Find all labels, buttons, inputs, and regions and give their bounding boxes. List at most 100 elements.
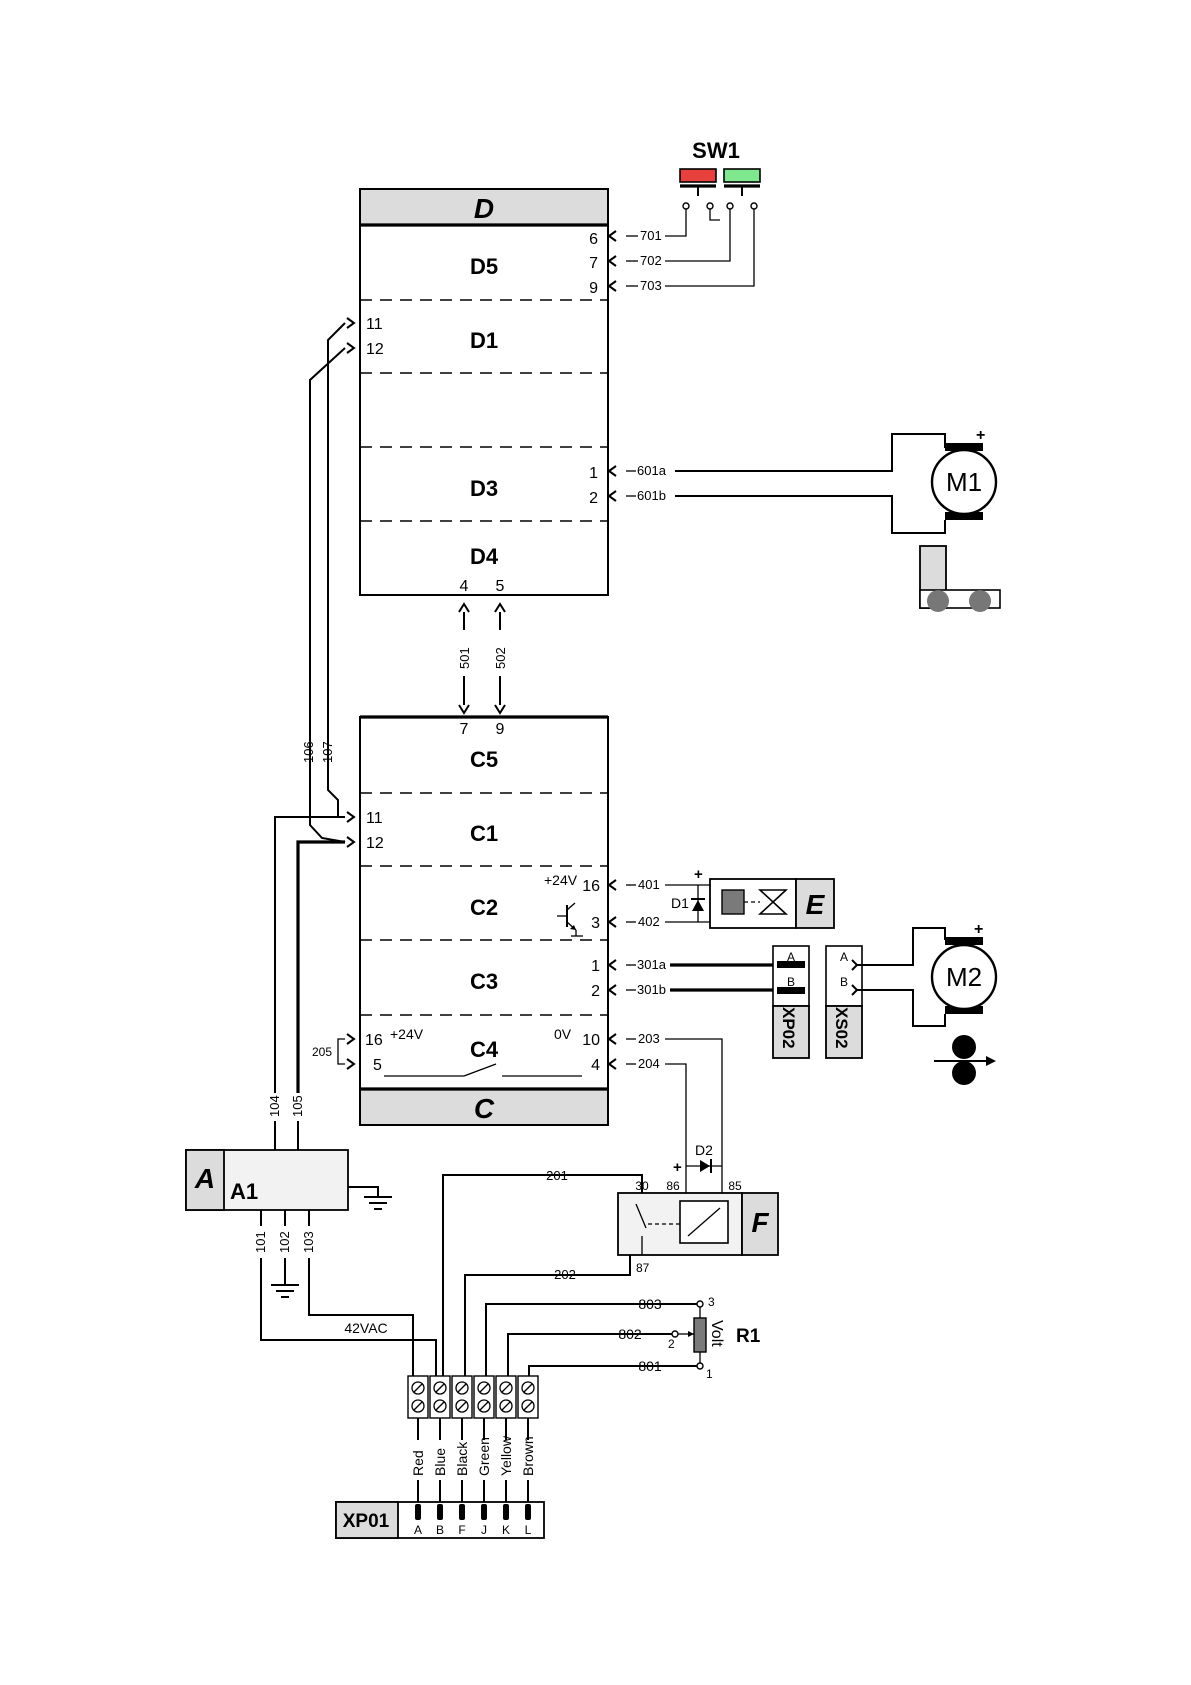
- module-d-title: D: [474, 193, 494, 224]
- wire-601a: 601a: [637, 463, 667, 478]
- xp01-header: [335, 1501, 399, 1539]
- module-d: D D5 D1 D3 D4 6 7 9 701 702 703 11 12 1 …: [346, 188, 667, 596]
- harness-106-107: 106 107: [301, 322, 346, 843]
- sw1-red-button[interactable]: [679, 168, 717, 183]
- potentiometer-r1: 803 802 801 3 2 1 Volt R1: [485, 1295, 761, 1381]
- transistor-icon: [557, 902, 583, 937]
- a1-header: [185, 1149, 225, 1211]
- xp02-pin-a: A: [787, 950, 795, 964]
- wire-105: 105: [290, 1095, 305, 1117]
- switch-sw1[interactable]: SW1: [665, 138, 761, 287]
- pin-c-7: 7: [460, 721, 469, 738]
- d2-label: D2: [695, 1142, 713, 1158]
- f-label: F: [751, 1207, 769, 1238]
- c2-supply-label: +24V: [544, 872, 578, 888]
- solenoid-e: + D1 E: [665, 866, 835, 929]
- r1-body: [693, 1317, 707, 1353]
- relay-pin-86: 86: [666, 1179, 680, 1193]
- module-c-title: C: [474, 1093, 495, 1124]
- pin-c-4: 4: [591, 1057, 600, 1074]
- pin-d-12: 12: [366, 341, 384, 358]
- wire-203: 203: [638, 1031, 660, 1046]
- pin-c-16b: 16: [365, 1032, 383, 1049]
- wire-color-label: Blue: [432, 1448, 448, 1476]
- d1-label: D1: [671, 895, 689, 911]
- e-coil-icon: [721, 889, 745, 915]
- wire-703: 703: [640, 278, 662, 293]
- feed-roll-top: [952, 1035, 976, 1059]
- xp02-label: XP02: [779, 1007, 798, 1049]
- pin-c-1: 1: [591, 958, 600, 975]
- xp01-pin: [415, 1504, 421, 1520]
- harness-104-105: 104 105: [267, 816, 345, 1150]
- xp01-pin-label: L: [525, 1523, 532, 1537]
- relay-f: D2 + 30 86 85 F 87 201 202: [442, 1038, 779, 1376]
- pin-c-3: 3: [591, 915, 600, 932]
- r1-pin-3: 3: [708, 1295, 715, 1309]
- pin-d-11: 11: [366, 316, 383, 333]
- xp01-pin: [503, 1504, 509, 1520]
- pin-d-2: 2: [589, 490, 598, 507]
- pin-d-1: 1: [589, 465, 598, 482]
- relay-pin-87: 87: [636, 1261, 650, 1275]
- wire-color-label: Green: [476, 1437, 492, 1476]
- motor-m1: M1 +: [675, 427, 1001, 612]
- pin-c-12: 12: [366, 835, 384, 852]
- connector-xp02: A B XP02: [670, 945, 810, 1059]
- m1-label: M1: [946, 467, 982, 497]
- pin-c-10: 10: [582, 1032, 600, 1049]
- wire-204: 204: [638, 1056, 660, 1071]
- xp01-label: XP01: [343, 1511, 390, 1532]
- diode-d1-icon: [692, 900, 704, 911]
- wire-106: 106: [301, 741, 316, 763]
- connector-xs02: A B XS02: [825, 945, 863, 1059]
- xp01-pin-label: A: [414, 1523, 422, 1537]
- wire-502: 502: [493, 647, 508, 669]
- wire-301a: 301a: [637, 957, 667, 972]
- wire-702: 702: [640, 253, 662, 268]
- wire-201: 201: [546, 1168, 568, 1183]
- wire-202: 202: [554, 1267, 576, 1282]
- r1-pin-2: 2: [668, 1337, 675, 1351]
- section-c1: C1: [470, 821, 498, 846]
- pin-d-4: 4: [460, 578, 469, 595]
- xp01-pin: [459, 1504, 465, 1520]
- m2-plus: +: [974, 921, 983, 938]
- xp01-pin-label: F: [458, 1523, 465, 1537]
- vac-label: 42VAC: [344, 1320, 387, 1336]
- r1-pin-1: 1: [706, 1367, 713, 1381]
- m1-plus: +: [976, 427, 985, 444]
- feed-roll-bottom: [952, 1061, 976, 1085]
- a-label: A: [194, 1163, 215, 1194]
- sw1-label: SW1: [692, 138, 740, 163]
- xp02-body: [772, 1005, 810, 1059]
- d2-plus: +: [673, 1159, 682, 1176]
- module-d-header: [359, 188, 609, 226]
- pin-d-5: 5: [496, 578, 505, 595]
- e-header: [795, 878, 835, 929]
- xp02-pin-b: B: [787, 975, 795, 989]
- pin-d-9: 9: [589, 280, 598, 297]
- xs02-pin-a: A: [840, 950, 848, 964]
- m2-label: M2: [946, 962, 982, 992]
- feed-arrow-icon: [986, 1056, 996, 1066]
- f-header: [741, 1192, 779, 1256]
- r1-label: R1: [736, 1326, 761, 1347]
- xp01-pin: [437, 1504, 443, 1520]
- xp01-pin-label: J: [481, 1523, 487, 1537]
- r1-unit: Volt: [708, 1320, 725, 1347]
- pin-d-7: 7: [589, 255, 598, 272]
- link-501-502: 501 502: [457, 602, 508, 715]
- e-valve-icon: [757, 889, 789, 915]
- ground-icon: [271, 1284, 299, 1298]
- sw1-green-button[interactable]: [723, 168, 761, 183]
- m1-motor-circle: [930, 448, 998, 516]
- wire-801: 801: [638, 1358, 662, 1374]
- pin-c-16: 16: [582, 878, 600, 895]
- a1-label: A1: [230, 1179, 258, 1204]
- c4-supply-label: +24V: [390, 1026, 424, 1042]
- module-a1: A A1 101 102 103 42VAC: [185, 1149, 437, 1376]
